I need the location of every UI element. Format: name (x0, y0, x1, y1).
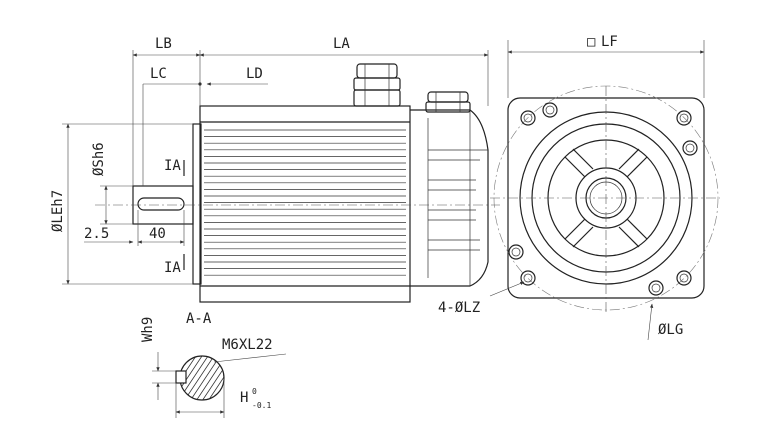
lf-square-symbol: □ (587, 34, 596, 50)
thread-label: M6XL22 (222, 337, 273, 353)
lg-label: ØLG (658, 322, 683, 338)
hatch-line (136, 350, 176, 410)
lz-leader (489, 281, 525, 297)
side-view: LB LA LC LD ØLEh7 ØSh6 2.5 40 IA IA (50, 36, 500, 303)
hatch-line (180, 356, 195, 400)
section-mark-bottom: IA (164, 260, 181, 276)
h-upper-tolerance: 0 (252, 387, 257, 396)
thread-leader (213, 353, 287, 363)
lf-label: LF (601, 34, 618, 50)
section-title: A-A (186, 311, 212, 327)
front-ribs (564, 148, 648, 248)
h-label: H (240, 390, 248, 406)
leh7-label: ØLEh7 (50, 190, 66, 232)
ld-label: LD (246, 66, 263, 82)
hatch-line (180, 356, 219, 400)
hatch-line (201, 356, 224, 400)
hatch-line (180, 356, 201, 400)
encoder-connector (425, 91, 471, 113)
lb-label: LB (155, 36, 172, 52)
encoder-housing (410, 109, 489, 287)
dim-2-5-label: 2.5 (84, 226, 109, 242)
cooling-fins (204, 129, 406, 276)
section-mark-top: IA (164, 158, 181, 174)
front-view: □ LF 4-ØLZ ØLG (438, 34, 720, 341)
lz-label: 4-ØLZ (438, 300, 480, 316)
mounting-holes (508, 102, 698, 296)
h-lower-tolerance: -0.1 (252, 401, 271, 410)
wh9-label: Wh9 (140, 317, 156, 342)
section-view: A-A M6XL22 Wh9 H 0 -0.1 (130, 311, 287, 418)
power-connector (353, 63, 401, 107)
hatch-line (180, 356, 213, 400)
sh6-label: ØSh6 (91, 142, 107, 176)
hatch-line (195, 356, 224, 400)
shaft-key (137, 197, 185, 211)
lc-label: LC (150, 66, 167, 82)
lg-leader (647, 303, 654, 341)
dim-40-label: 40 (149, 226, 166, 242)
keyway (175, 370, 187, 384)
hatch-line (130, 350, 170, 410)
la-label: LA (333, 36, 350, 52)
motor-housing (199, 105, 411, 303)
